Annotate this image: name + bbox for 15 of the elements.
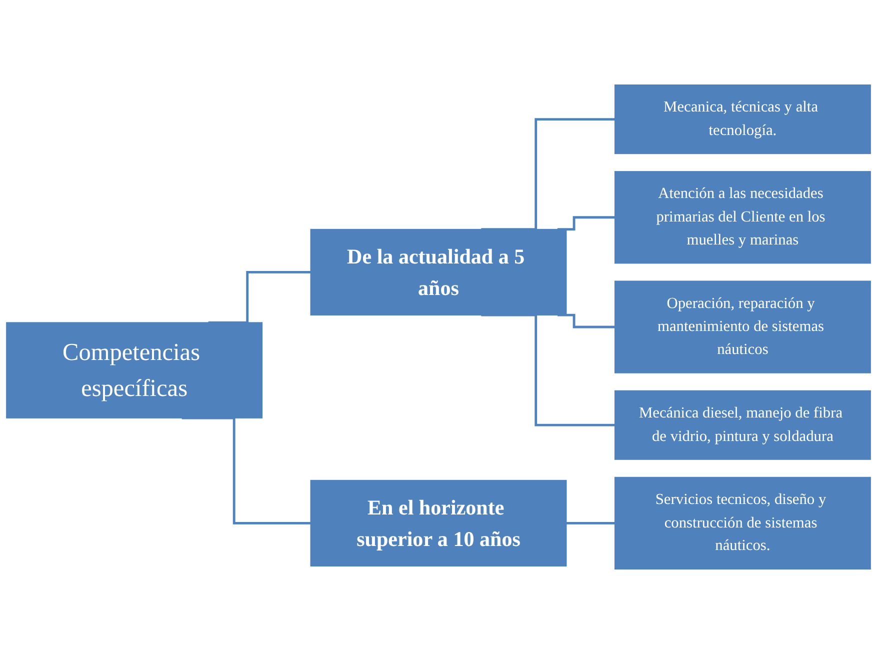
- connector: [481, 314, 615, 426]
- node-box: [614, 171, 871, 264]
- connector: [208, 270, 311, 324]
- node-box: [614, 280, 871, 374]
- node-box: [310, 480, 567, 566]
- connector: [557, 216, 615, 231]
- connector: [566, 522, 615, 524]
- node-box: [614, 84, 871, 154]
- node-box: [6, 322, 263, 418]
- connector: [182, 416, 311, 524]
- node-box: [614, 476, 871, 570]
- node-box: [614, 390, 871, 460]
- node-box: [310, 228, 567, 316]
- connector: [481, 118, 615, 231]
- connector: [557, 314, 615, 328]
